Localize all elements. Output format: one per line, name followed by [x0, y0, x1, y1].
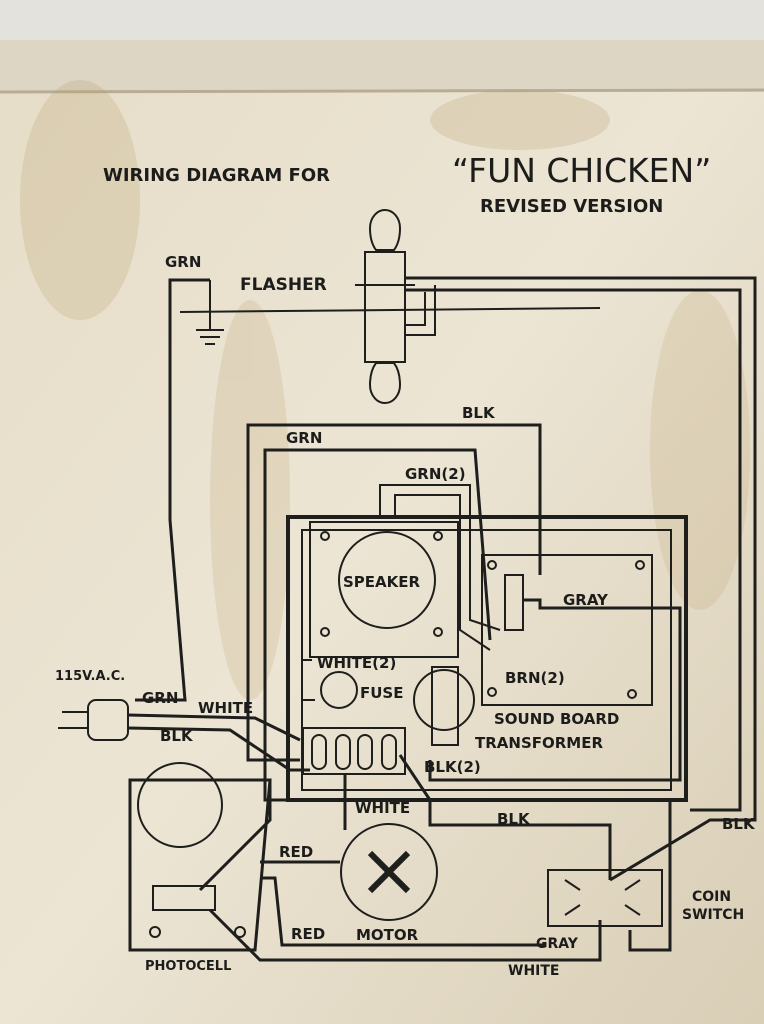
grn-plug-label: GRN	[142, 689, 178, 707]
vac-label: 115V.A.C.	[55, 669, 125, 684]
photocell-lens	[137, 762, 223, 848]
transformer-core	[413, 669, 475, 731]
switch-label: SWITCH	[682, 907, 744, 923]
title-subtitle: REVISED VERSION	[480, 196, 663, 217]
cabinet-outline	[286, 515, 688, 802]
white-plug-label: WHITE	[198, 699, 253, 717]
transformer-icon	[431, 666, 459, 746]
title-prefix: WIRING DIAGRAM FOR	[103, 165, 330, 186]
blk-right-label: BLK	[722, 815, 756, 833]
title-name: “FUN CHICKEN”	[452, 151, 711, 190]
gray-bottom-label: GRAY	[536, 936, 579, 952]
ground-icon	[196, 280, 224, 345]
grn-ground-label: GRN	[165, 253, 201, 271]
photocell-label: PHOTOCELL	[145, 959, 231, 974]
speaker-board	[309, 521, 459, 658]
white-mid-label: WHITE	[355, 799, 410, 817]
speaker-label: SPEAKER	[343, 573, 421, 591]
flasher-label: FLASHER	[240, 275, 327, 295]
photocell-bracket	[128, 778, 272, 952]
power-plug-icon	[58, 699, 129, 741]
coin-label: COIN	[692, 889, 731, 905]
coin-switch	[547, 869, 663, 927]
sound-board-connector	[504, 574, 524, 631]
brn2-label: BRN(2)	[505, 669, 565, 687]
top-strip	[0, 40, 764, 92]
motor-icon	[340, 823, 438, 921]
top-edge	[0, 0, 764, 40]
white-bottom-label: WHITE	[508, 963, 559, 979]
gray-board-label: GRAY	[563, 591, 609, 609]
stains	[20, 80, 750, 700]
sound-board	[481, 554, 653, 706]
blk-mid-label: BLK	[497, 810, 531, 828]
sound-board-label: SOUND BOARD	[494, 710, 619, 728]
red-bottom-label: RED	[291, 925, 325, 943]
white2-label: WHITE(2)	[317, 654, 396, 672]
bulb-top-icon	[368, 209, 402, 251]
flasher	[355, 209, 415, 404]
fuse-label: FUSE	[360, 684, 403, 702]
speaker-icon	[338, 531, 436, 629]
blk-plug-label: BLK	[160, 727, 194, 745]
fuse-icon	[320, 671, 358, 709]
red-top-label: RED	[279, 843, 313, 861]
terminal-block	[302, 727, 406, 775]
transformer-label: TRANSFORMER	[475, 734, 603, 752]
grn2-label: GRN(2)	[405, 465, 466, 483]
motor-label: MOTOR	[356, 926, 419, 944]
grn-loop-label: GRN	[286, 429, 322, 447]
bulb-bottom-icon	[368, 362, 402, 404]
photocell-connector	[152, 885, 216, 911]
blk2-label: BLK(2)	[424, 758, 481, 776]
blk-top-label: BLK	[462, 404, 496, 422]
